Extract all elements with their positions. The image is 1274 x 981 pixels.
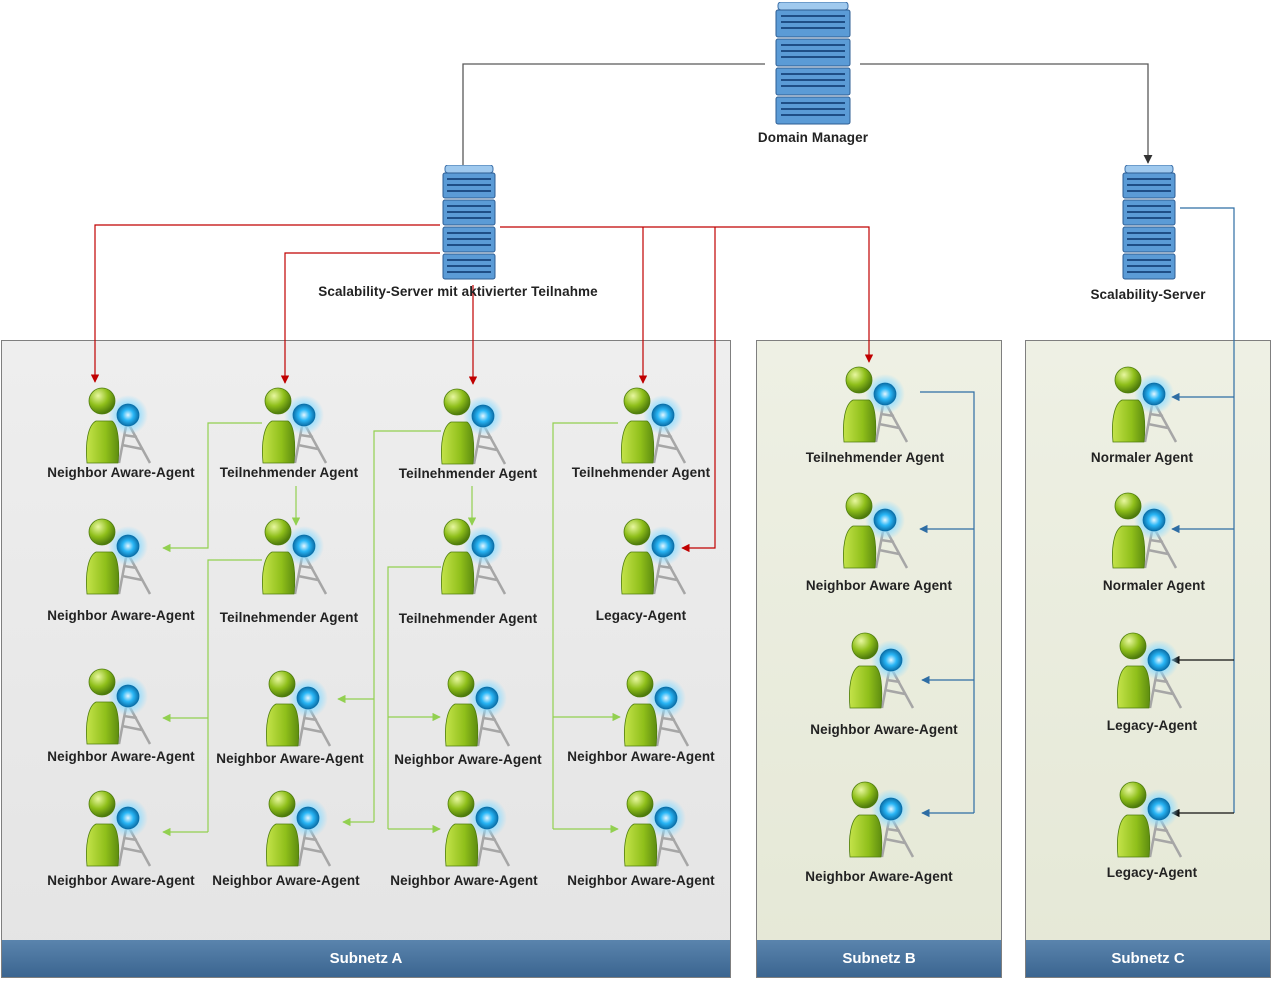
agent-icon-a-r1c2 [262,387,328,464]
agent-label-a-r1c2: Teilnehmender Agent [219,465,359,480]
agent-icon-b-4 [849,781,915,858]
domain-manager-server-icon [775,2,851,125]
agent-icon-c-3 [1117,632,1183,709]
subnet-a-header: Subnetz A [2,940,730,977]
agent-label-b-4: Neighbor Aware-Agent [805,869,953,884]
domain-manager-label: Domain Manager [757,130,869,145]
scalability-server-participating-icon [442,165,496,280]
agent-icon-b-2 [843,492,909,569]
agent-icon-a-r2c3 [441,518,507,595]
agent-label-b-1: Teilnehmender Agent [805,450,945,465]
agent-label-a-r2c2: Teilnehmender Agent [219,610,359,625]
neighbor-links [162,422,621,837]
scalability-server-label: Scalability-Server [1090,287,1206,302]
agent-icon-b-1 [843,366,909,443]
agent-label-c-4: Legacy-Agent [1106,865,1198,880]
agent-label-b-3: Neighbor Aware-Agent [810,722,958,737]
subnet-b-links [919,391,975,818]
participation-links [90,224,874,553]
agent-label-a-r1c3: Teilnehmender Agent [398,466,538,481]
agent-label-a-r4c2: Neighbor Aware-Agent [212,873,360,888]
agent-icon-c-2 [1112,492,1178,569]
agent-label-a-r3c1: Neighbor Aware-Agent [47,749,195,764]
scalability-server-icon [1122,165,1176,280]
agent-icon-a-r2c2 [262,518,328,595]
agent-icon-a-r4c2 [266,790,332,867]
agent-icon-a-r1c3 [441,388,507,465]
agent-label-c-1: Normaler Agent [1090,450,1194,465]
agent-icon-a-r3c4 [624,670,690,747]
agent-label-a-r3c3: Neighbor Aware-Agent [394,752,542,767]
agent-label-a-r1c1: Neighbor Aware-Agent [47,465,195,480]
agent-icon-b-3 [849,632,915,709]
agent-icon-a-r1c1 [86,387,152,464]
subnet-b-header: Subnetz B [757,940,1001,977]
agent-label-a-r4c4: Neighbor Aware-Agent [567,873,715,888]
agent-label-a-r4c3: Neighbor Aware-Agent [390,873,538,888]
scalability-server-participating-label: Scalability-Server mit aktivierter Teiln… [318,284,598,299]
agent-label-a-r2c4: Legacy-Agent [595,608,687,623]
agent-icon-a-r4c1 [86,790,152,867]
subnet-c-links [1171,207,1235,818]
agent-icon-a-r4c3 [445,790,511,867]
agent-icon-a-r3c3 [445,670,511,747]
agent-icon-c-4 [1117,781,1183,858]
agent-label-a-r3c2: Neighbor Aware-Agent [216,751,364,766]
subnet-b-panel: Subnetz B [756,340,1002,978]
agent-label-c-2: Normaler Agent [1102,578,1206,593]
agent-icon-a-r4c4 [624,790,690,867]
agent-label-a-r1c4: Teilnehmender Agent [571,465,711,480]
agent-label-a-r2c1: Neighbor Aware-Agent [47,608,195,623]
agent-icon-a-r3c1 [86,668,152,745]
agent-icon-a-r1c4 [621,387,687,464]
agent-label-a-r4c1: Neighbor Aware-Agent [47,873,195,888]
subnet-c-header: Subnetz C [1026,940,1270,977]
agent-label-b-2: Neighbor Aware Agent [805,578,953,593]
agent-icon-a-r2c4 [621,518,687,595]
agent-icon-a-r3c2 [266,670,332,747]
management-links [458,63,1153,181]
agent-label-a-r3c4: Neighbor Aware-Agent [567,749,715,764]
agent-label-a-r2c3: Teilnehmender Agent [398,611,538,626]
agent-icon-a-r2c1 [86,518,152,595]
agent-label-c-3: Legacy-Agent [1106,718,1198,733]
agent-icon-c-1 [1112,366,1178,443]
